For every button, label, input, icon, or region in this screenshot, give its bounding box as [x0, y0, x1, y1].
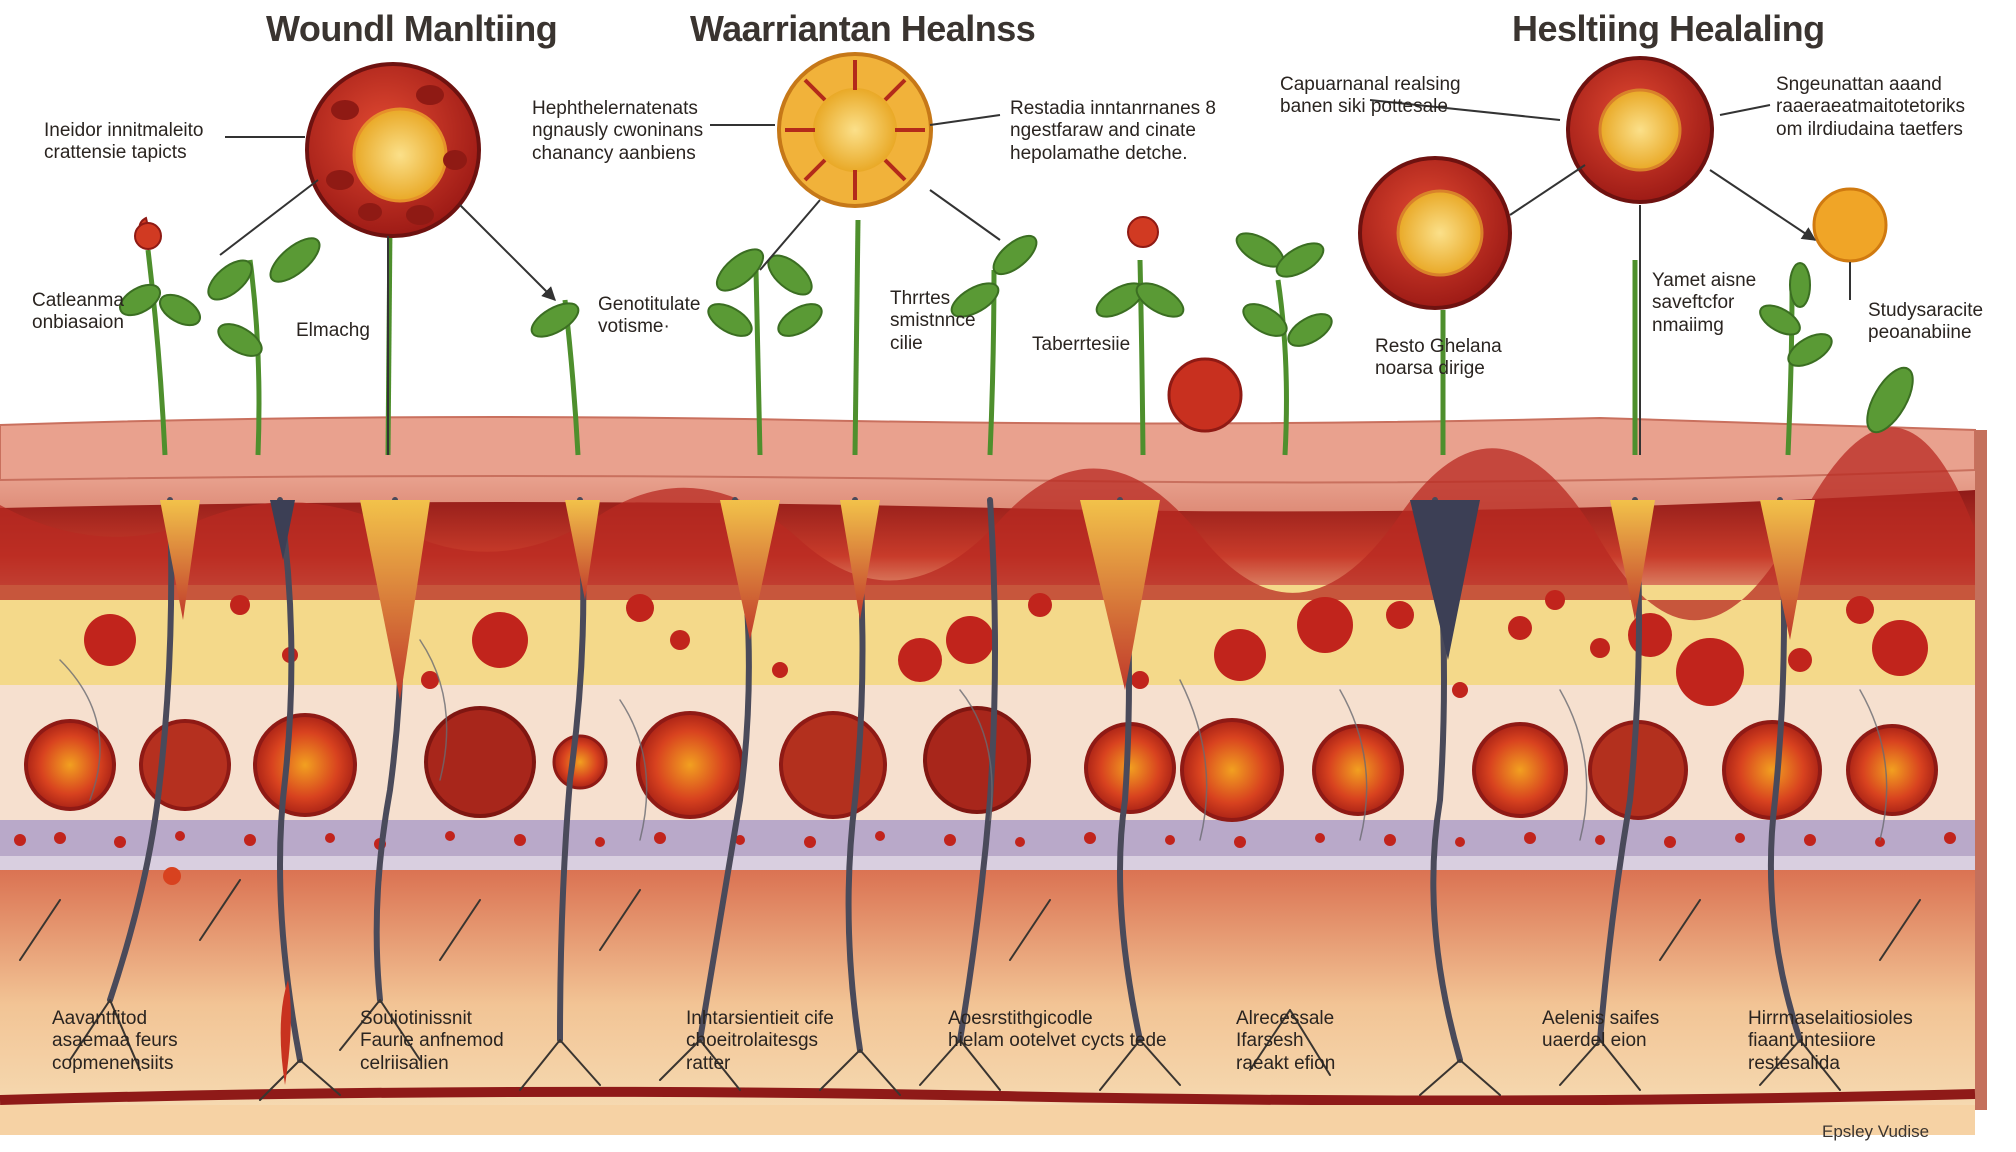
- wound-cell-right-upper: [1566, 56, 1714, 204]
- label-left-mid: Catleanma onbiasaion: [32, 290, 124, 334]
- label-right-studys: Studysaracite peoanabiine: [1868, 300, 1984, 344]
- title-center: Waarriantan Healnss: [690, 8, 1036, 49]
- label-right-top-left: Capuarnanal realsing banen siki pottesal…: [1280, 74, 1461, 118]
- label-bottom-1: Aavantfitod asaemaa feurs copmenensiits: [52, 1008, 178, 1074]
- red-cell-floating: [1167, 357, 1243, 433]
- wound-cell-center: [777, 52, 933, 208]
- label-bottom-3: Inhtarsientieit cife choeitrolaitesgs ra…: [686, 1008, 834, 1074]
- skin-surface: [0, 415, 1976, 484]
- label-center-right-top: Restadia inntanrnanes 8 ngestfaraw and c…: [1010, 98, 1216, 164]
- wound-cell-right-lower: [1358, 156, 1512, 310]
- tissue-cells: [24, 706, 1938, 822]
- root-vessels: [19, 497, 1921, 1101]
- label-center-thrrcs: Thrrtes smistnnce cilie: [890, 288, 976, 354]
- label-center-left-top: Hephthelernatenats ngnausly cwoninans ch…: [532, 98, 704, 164]
- label-elmachg: Elmachg: [296, 320, 370, 341]
- label-bottom-2: Souiotinissnit Faurie anfnemod celriisal…: [360, 1008, 504, 1074]
- blood-drop: [280, 980, 291, 1085]
- label-left-top: Ineidor innitmaleito crattensie tapicts: [44, 120, 204, 164]
- label-bottom-5: Alrecessale Ifarsesh raeakt efion: [1236, 1008, 1336, 1074]
- small-orange-cell: [1812, 187, 1888, 263]
- title-left: Woundl Manltiing: [266, 8, 558, 49]
- label-bottom-7: Hirrmaselaitiosioles fiaant intesiiore r…: [1748, 1008, 1913, 1074]
- label-center-genot: Genotitulate votisme·: [598, 294, 701, 338]
- credit-text: Epsley Vudise: [1822, 1122, 1930, 1141]
- label-bottom-4: Aoesrstithgicodle hielam ootelvet cycts …: [948, 1008, 1167, 1052]
- callout-lines: [219, 99, 1851, 455]
- title-right: Hesltiing Healaling: [1512, 8, 1825, 49]
- wound-cell-left: [305, 62, 481, 238]
- label-bottom-6: Aelenis saifes uaerdel eion: [1542, 1008, 1660, 1052]
- label-right-top-right: Sngeunattan aaand raaeraeatmaitotetoriks…: [1776, 74, 1966, 140]
- label-right-resto: Resto Ghelana noarsa dirige: [1375, 336, 1502, 380]
- label-center-taber: Taberrtesiie: [1032, 334, 1131, 355]
- fat-cells: [84, 590, 1928, 706]
- label-right-yamet: Yamet aisne saveftcfor nmaiimg: [1652, 270, 1757, 336]
